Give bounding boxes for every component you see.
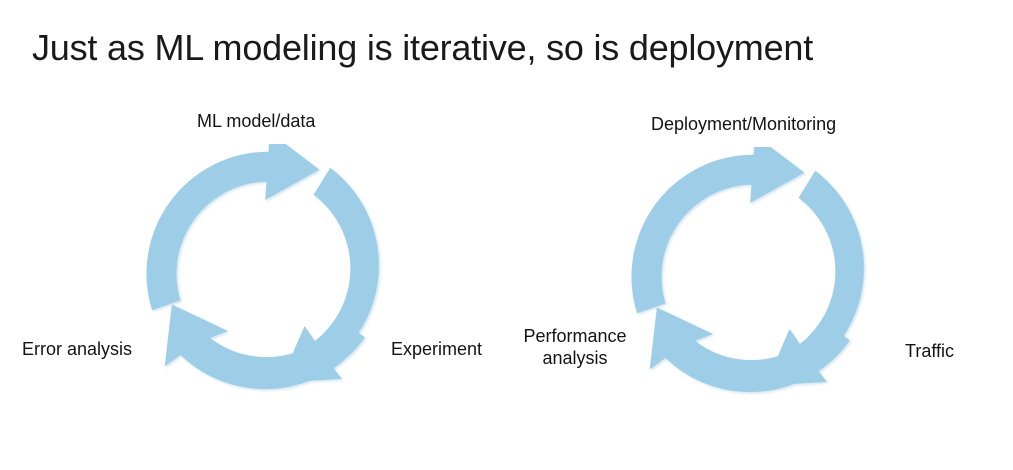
- cycle-label-performance-analysis-line2: analysis: [542, 348, 608, 368]
- cycle-label-experiment: Experiment: [391, 339, 483, 359]
- cycle-label-performance-analysis: Performance analysis: [521, 325, 629, 369]
- deployment-cycle-diagram: [626, 147, 886, 407]
- cycle-arrow-bottom-left: [164, 304, 365, 390]
- cycle-label-ml-model-data: ML model/data: [197, 111, 316, 131]
- cycle-label-deployment-monitoring: Deployment/Monitoring: [651, 114, 837, 134]
- cycle-label-performance-analysis-line1: Performance: [523, 326, 627, 346]
- cycle-arrow-top: [146, 144, 320, 311]
- page-title: Just as ML modeling is iterative, so is …: [32, 27, 814, 68]
- cycle-arrow-right: [280, 167, 379, 383]
- modeling-cycle-diagram: [141, 144, 401, 404]
- cycle-arrow-right: [765, 170, 864, 386]
- cycle-arrow-top: [631, 147, 805, 314]
- cycle-arrow-bottom-left: [649, 307, 850, 393]
- cycle-label-traffic: Traffic: [905, 341, 955, 361]
- cycle-label-error-analysis: Error analysis: [22, 339, 133, 359]
